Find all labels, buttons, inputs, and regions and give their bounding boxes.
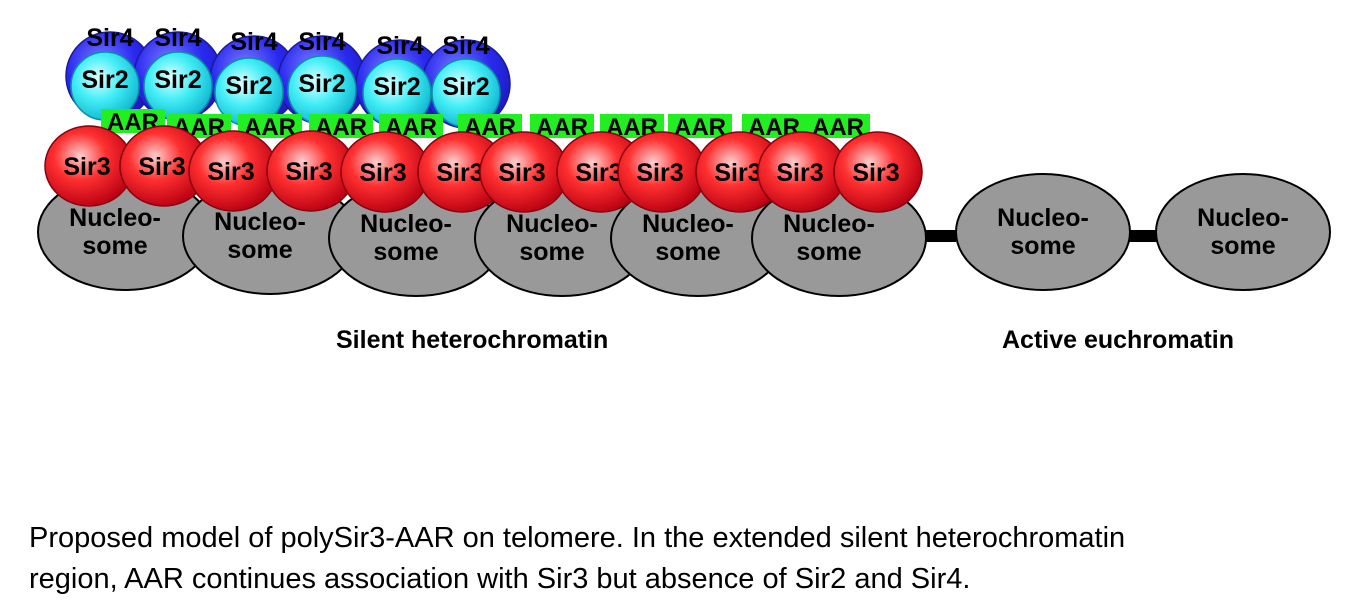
sir2-label: Sir2 <box>81 66 128 94</box>
nucleosome-label-line-1: Nucleo- <box>360 210 452 238</box>
sir2-label: Sir2 <box>225 72 272 100</box>
nucleosome-label-line-2: some <box>519 238 584 266</box>
sir3-protein: Sir3 <box>119 125 209 207</box>
sir3-label: Sir3 <box>436 159 483 187</box>
aar-tag: AAR <box>309 114 373 141</box>
nucleosome-label-line-2: some <box>82 232 147 260</box>
nucleosome-shape <box>1155 173 1331 291</box>
nucleosome: Nucleo-some <box>1155 173 1331 291</box>
nucleosome-label-line-2: some <box>655 238 720 266</box>
sir3-label: Sir3 <box>63 153 110 181</box>
nucleosome-label-line-1: Nucleo- <box>506 210 598 238</box>
sir4-label: Sir4 <box>230 28 277 56</box>
sir3-protein: Sir3 <box>757 131 847 213</box>
sir3-protein: Sir3 <box>44 125 134 207</box>
sir4-label: Sir4 <box>86 24 133 52</box>
aar-box <box>530 114 594 138</box>
caption-line-2: region, AAR continues association with S… <box>29 563 971 595</box>
sir3-protein: Sir3 <box>340 131 430 213</box>
sir3-label: Sir3 <box>776 159 823 187</box>
sir3-protein: Sir3 <box>188 130 278 212</box>
sir3-label: Sir3 <box>138 153 185 181</box>
nucleosome-label-line-1: Nucleo- <box>69 204 161 232</box>
sir3-protein: Sir3 <box>417 131 507 213</box>
nucleosome-label-line-1: Nucleo- <box>783 210 875 238</box>
aar-box <box>668 114 732 138</box>
nucleosome-label-line-2: some <box>1010 232 1075 260</box>
nucleosome-label-line-2: some <box>227 236 292 264</box>
sir3-protein: Sir3 <box>833 131 923 213</box>
nucleosome-label-line-1: Nucleo- <box>997 204 1089 232</box>
sir4-label: Sir4 <box>154 24 201 52</box>
nucleosome-label-line-2: some <box>373 238 438 266</box>
sir2-protein: Sir2 <box>431 58 501 128</box>
sir4-label: Sir4 <box>298 28 345 56</box>
polysir3-aar-diagram: Nucleo-someNucleo-someNucleo-someNucleo-… <box>37 24 1331 297</box>
nucleosome-label-line-1: Nucleo- <box>1197 204 1289 232</box>
sir2-protein: Sir2 <box>70 51 140 121</box>
sir3-shape <box>833 131 923 213</box>
sir2-protein: Sir2 <box>214 57 284 127</box>
nucleosome-label-line-1: Nucleo- <box>642 210 734 238</box>
nucleosome-shape <box>955 173 1131 291</box>
sir3-protein: Sir3 <box>617 131 707 213</box>
sir4-label: Sir4 <box>442 32 489 60</box>
aar-tag: AAR <box>668 114 732 141</box>
nucleosome-label-line-2: some <box>796 238 861 266</box>
sir2-protein: Sir2 <box>362 58 432 128</box>
active-euchromatin-label: Active euchromatin <box>1002 326 1235 354</box>
sir2-label: Sir2 <box>298 70 345 98</box>
nucleosome: Nucleo-some <box>955 173 1131 291</box>
sir2-label: Sir2 <box>442 73 489 101</box>
sir3-label: Sir3 <box>498 159 545 187</box>
sir3-label: Sir3 <box>359 159 406 187</box>
figure-caption: Proposed model of polySir3-AAR on telome… <box>29 518 1359 600</box>
sir3-label: Sir3 <box>852 159 899 187</box>
sir2-label: Sir2 <box>373 73 420 101</box>
sir3-label: Sir3 <box>207 158 254 186</box>
sir3-protein: Sir3 <box>266 130 356 212</box>
sir2-protein: Sir2 <box>143 51 213 121</box>
sir2-label: Sir2 <box>154 66 201 94</box>
sir4-label: Sir4 <box>376 32 423 60</box>
sir2-protein: Sir2 <box>287 55 357 125</box>
sir3-label: Sir3 <box>636 159 683 187</box>
sir3-label: Sir3 <box>714 159 761 187</box>
nucleosome-label-line-2: some <box>1210 232 1275 260</box>
nucleosome-label-line-1: Nucleo- <box>214 208 306 236</box>
silent-heterochromatin-label: Silent heterochromatin <box>336 326 609 354</box>
sir3-protein: Sir3 <box>479 131 569 213</box>
sir3-group: Sir3 Sir3 Sir3 Sir3 Sir3 Sir3 Sir3 Sir3 Sir3 Sir3… <box>44 125 923 213</box>
caption-line-1: Proposed model of polySir3-AAR on telome… <box>29 522 1126 554</box>
sir3-label: Sir3 <box>575 159 622 187</box>
sir3-label: Sir3 <box>285 158 332 186</box>
sir2-group: Sir2 Sir2 Sir2 Sir2 Sir2 Sir2 <box>70 51 501 128</box>
